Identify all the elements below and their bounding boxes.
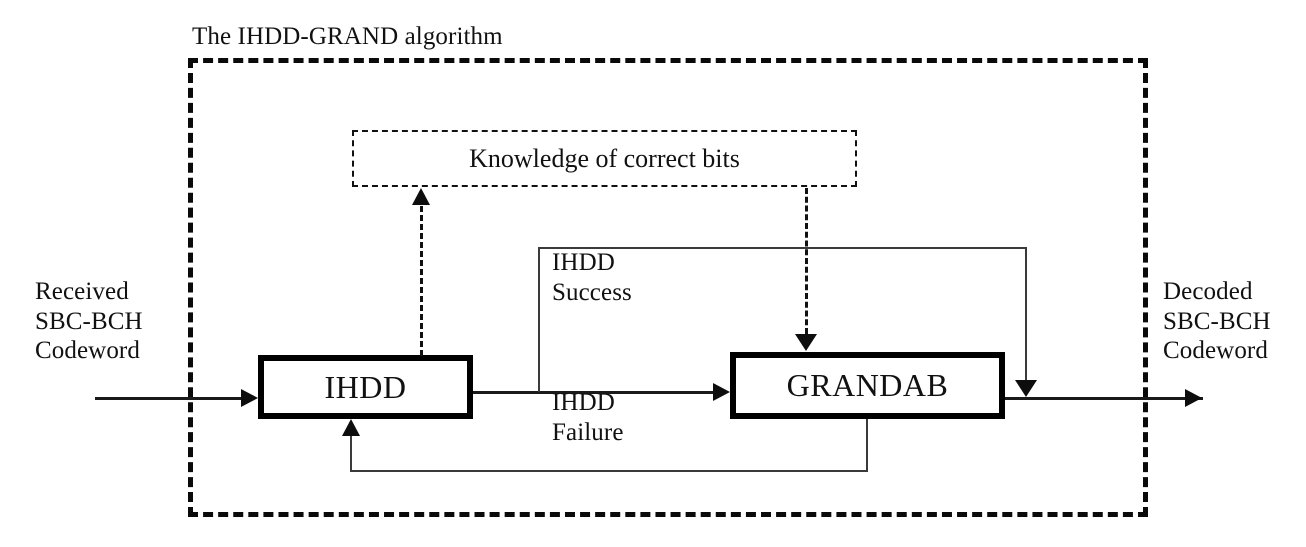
input-arrowhead-icon	[241, 389, 258, 407]
grandab-input-arrowhead-icon	[713, 383, 730, 401]
output-codeword-label: Decoded SBC-BCH Codeword	[1163, 278, 1271, 364]
ihdd-block: IHDD	[258, 355, 473, 419]
grandab-block: GRANDAB	[730, 352, 1005, 419]
knowledge-box-label: Knowledge of correct bits	[469, 143, 740, 173]
ihdd-success-arrowhead-icon	[1015, 380, 1037, 397]
feedback-riser-line	[350, 435, 352, 471]
ihdd-success-horizontal-line	[538, 247, 1026, 249]
feedback-horizontal-line	[350, 470, 868, 472]
ihdd-success-label: IHDD Success	[552, 249, 632, 306]
knowledge-to-grandab-dashed-line	[805, 188, 808, 334]
input-codeword-label: Received SBC-BCH Codeword	[35, 278, 143, 364]
knowledge-input-arrowhead-icon	[412, 188, 430, 205]
ihdd-to-knowledge-dashed-line	[420, 206, 423, 356]
knowledge-of-correct-bits-box: Knowledge of correct bits	[352, 130, 857, 187]
grandab-block-label: GRANDAB	[786, 367, 949, 403]
output-arrowhead-icon	[1185, 389, 1202, 407]
feedback-dropper-line	[866, 419, 868, 471]
ihdd-success-riser-line	[538, 247, 540, 392]
input-line	[95, 397, 243, 400]
feedback-arrowhead-icon	[342, 419, 360, 436]
ihdd-success-dropper-line	[1025, 247, 1027, 382]
algorithm-title: The IHDD-GRAND algorithm	[192, 23, 503, 50]
ihdd-to-grandab-line	[473, 391, 715, 394]
algorithm-boundary-box	[188, 58, 1148, 517]
output-line	[1005, 397, 1203, 400]
ihdd-block-label: IHDD	[324, 368, 407, 405]
ihdd-failure-label: IHDD Failure	[552, 389, 624, 446]
grandab-knowledge-arrowhead-icon	[795, 334, 817, 351]
